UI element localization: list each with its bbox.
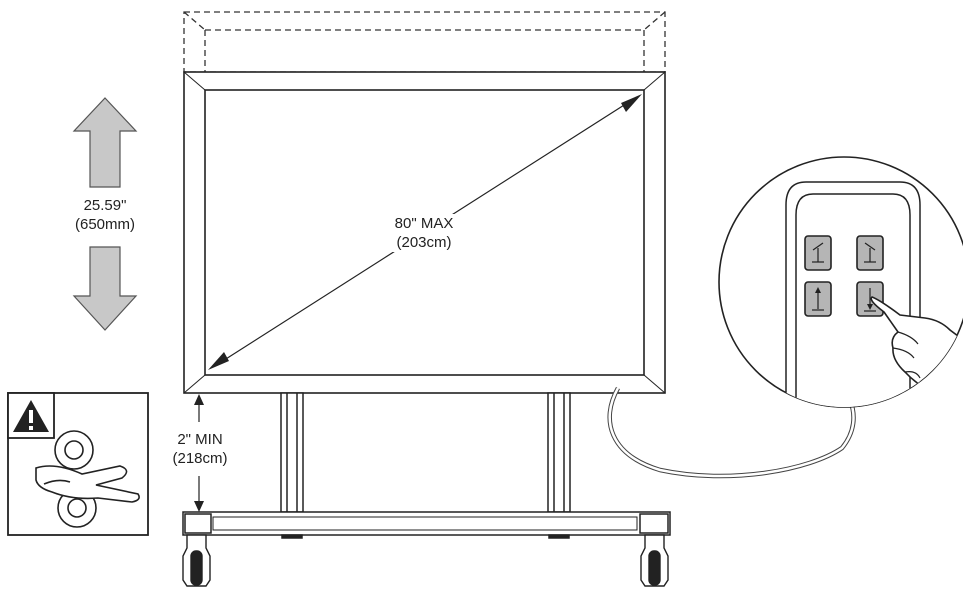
- diagonal-value: 80" MAX: [394, 215, 454, 232]
- warning-triangle-icon: [7, 392, 55, 439]
- floor-clearance-metric: (218cm): [172, 450, 228, 467]
- diagonal-metric: (203cm): [396, 234, 452, 251]
- tilt-down-button[interactable]: [856, 235, 884, 271]
- left-caster: [182, 534, 211, 587]
- lower-button[interactable]: [856, 281, 884, 317]
- controller-detail: [718, 156, 963, 408]
- floor-clearance-label: 2" MIN (218cm): [154, 430, 246, 468]
- raise-button[interactable]: [804, 281, 832, 317]
- tilt-up-button[interactable]: [804, 235, 832, 271]
- pinch-hazard-icon: [35, 430, 140, 528]
- height-travel-label: 25.59" (650mm): [52, 196, 158, 234]
- height-travel-value: 25.59": [83, 197, 127, 214]
- floor-clearance-value: 2" MIN: [177, 431, 223, 448]
- stand-columns: [280, 392, 571, 513]
- floor-clearance-dimension: [194, 394, 204, 512]
- raised-position-outline: [183, 11, 666, 73]
- right-caster: [640, 534, 669, 587]
- diagonal-label: 80" MAX (203cm): [364, 214, 484, 252]
- stand-base: [182, 511, 671, 539]
- up-arrow-icon: [72, 97, 138, 188]
- height-travel-metric: (650mm): [74, 216, 135, 233]
- down-arrow-icon: [72, 246, 138, 331]
- pinch-hazard-warning: [7, 392, 149, 536]
